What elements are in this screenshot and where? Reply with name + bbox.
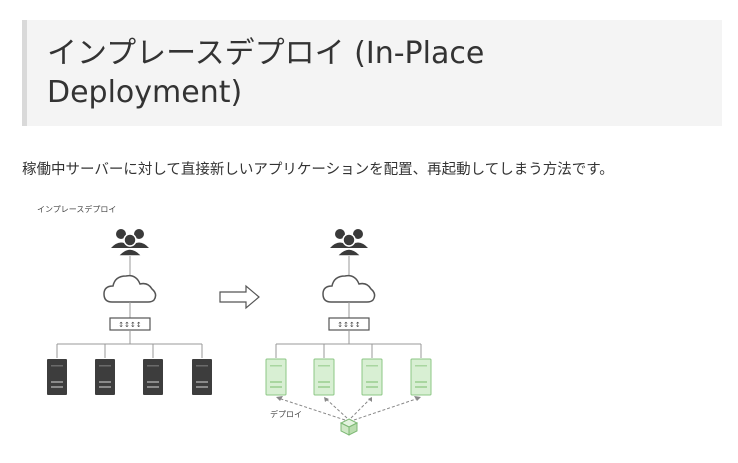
page-title: インプレースデプロイ (In-Place Deployment) [47,36,485,110]
description-text: 稼働中サーバーに対して直接新しいアプリケーションを配置、再起動してしまう方法です… [22,162,614,178]
section-header: インプレースデプロイ (In-Place Deployment) [22,20,722,126]
server-icon [313,358,335,396]
in-place-deployment-diagram: ↕↕↕↕ インプレースデプロイ [37,204,432,436]
arrow-right-icon [219,284,260,310]
switch-icon [109,317,151,331]
server-icon [410,358,432,396]
switch-icon [328,317,370,331]
users-icon [329,228,369,257]
server-icon [143,359,163,395]
cloud-icon [322,274,376,303]
server-icon [95,359,115,395]
cloud-icon [103,274,157,303]
after-topology: デプロイ [265,228,432,436]
server-icon [265,358,287,396]
before-topology [47,228,212,395]
server-icon [47,359,67,395]
server-icon [361,358,383,396]
users-icon [110,228,150,257]
deploy-label: デプロイ [270,409,302,419]
package-icon [339,418,359,436]
server-icon [192,359,212,395]
diagram-label: インプレースデプロイ [37,204,116,214]
